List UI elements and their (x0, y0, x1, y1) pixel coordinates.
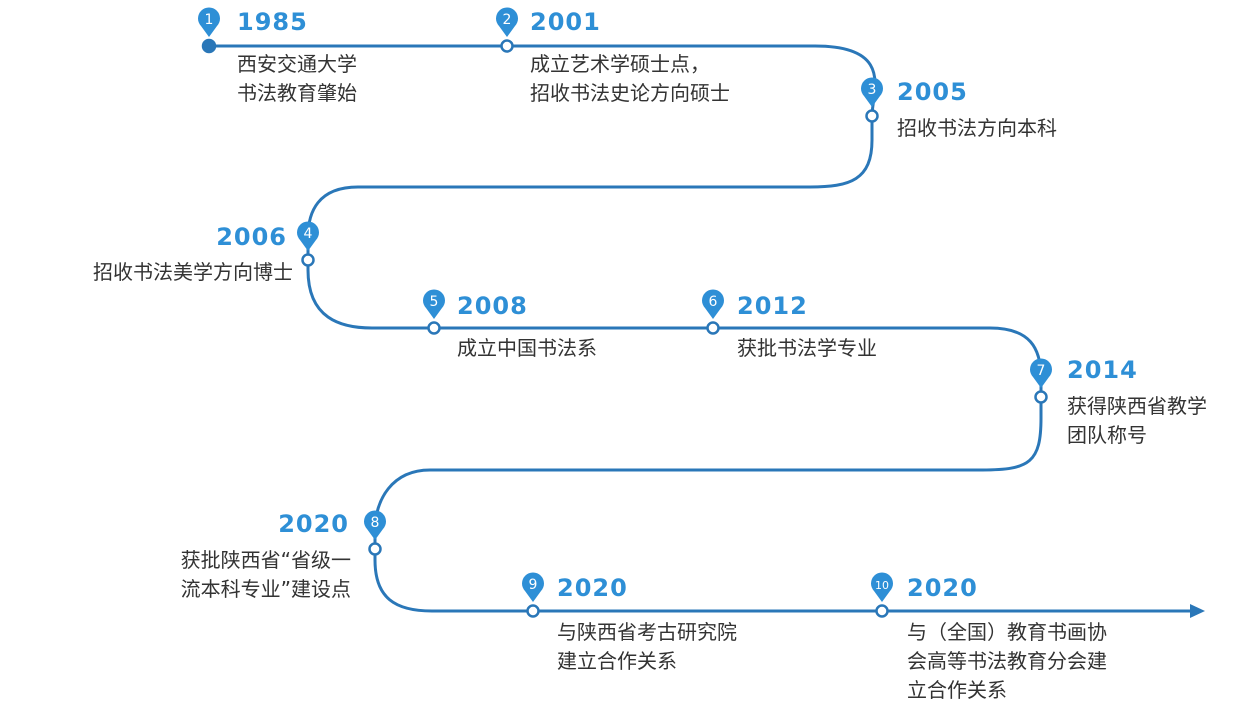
event-8-desc: 获批陕西省“省级一 流本科专业”建设点 (181, 546, 351, 604)
event-8-year: 2020 (278, 510, 349, 538)
event-8-line-1: 获批陕西省“省级一 (180, 548, 351, 572)
event-4-desc: 招收书法美学方向博士 (93, 258, 293, 287)
event-10-desc: 与（全国）教育书画协 会高等书法教育分会建 立合作关系 (907, 618, 1107, 705)
event-5-line-1: 成立中国书法系 (457, 336, 597, 360)
event-3-line-1: 招收书法方向本科 (897, 116, 1057, 140)
event-1-number: 1 (205, 12, 214, 28)
event-7-dot (1034, 390, 1048, 404)
event-10-number: 10 (875, 579, 889, 592)
timeline-path (207, 44, 1197, 613)
event-10-year: 2020 (907, 574, 978, 602)
event-3-number: 3 (868, 82, 877, 98)
event-8-pin-icon (364, 510, 387, 540)
event-1-line-1: 西安交通大学 (237, 52, 357, 76)
event-5-desc: 成立中国书法系 (457, 334, 597, 363)
timeline-markers: 1 2 3 4 5 6 7 8 9 10 (198, 7, 1052, 618)
event-9-marker: 9 (522, 572, 545, 618)
event-10-line-2: 会高等书法教育分会建 (907, 649, 1107, 673)
event-1-line-2: 书法教育肇始 (237, 81, 357, 105)
event-10-line-3: 立合作关系 (907, 678, 1007, 702)
event-10-line-1: 与（全国）教育书画协 (907, 620, 1107, 644)
event-7-line-1: 获得陕西省教学 (1067, 394, 1207, 418)
event-5-pin-icon (422, 289, 445, 319)
event-2-year: 2001 (530, 8, 601, 36)
event-2-marker: 2 (496, 7, 518, 53)
event-6-desc: 获批书法学专业 (737, 334, 877, 363)
event-6-pin-icon (702, 289, 725, 319)
event-5-dot (427, 321, 441, 335)
event-9-pin-icon (522, 572, 545, 602)
event-2-line-2: 招收书法史论方向硕士 (530, 81, 730, 105)
event-4-dot (301, 253, 315, 267)
event-7-marker: 7 (1030, 358, 1052, 404)
event-4-marker: 4 (297, 221, 319, 267)
event-6-number: 6 (709, 294, 718, 310)
event-6-line-1: 获批书法学专业 (737, 336, 877, 360)
event-3-pin-icon (861, 77, 883, 107)
event-5-number: 5 (430, 294, 439, 310)
event-7-year: 2014 (1067, 356, 1138, 384)
event-2-dot (500, 39, 514, 53)
event-7-pin-icon (1030, 358, 1052, 388)
event-9-line-1: 与陕西省考古研究院 (557, 620, 737, 644)
event-6-dot (706, 321, 720, 335)
event-8-marker: 8 (364, 510, 387, 556)
event-6-marker: 6 (702, 289, 725, 335)
event-2-pin-icon (496, 7, 518, 37)
event-1-year: 1985 (237, 8, 308, 36)
event-4-line-1: 招收书法美学方向博士 (93, 260, 293, 284)
event-7-line-2: 团队称号 (1067, 423, 1147, 447)
event-1-pin-icon (198, 7, 220, 37)
event-3-marker: 3 (861, 77, 883, 123)
event-6-year: 2012 (737, 292, 808, 320)
event-1-marker: 1 (198, 7, 220, 54)
event-9-year: 2020 (557, 574, 628, 602)
event-2-line-1: 成立艺术学硕士点， (530, 52, 710, 76)
event-10-pin-icon (871, 572, 894, 602)
event-9-dot (526, 604, 540, 618)
event-4-pin-icon (297, 221, 319, 251)
event-9-desc: 与陕西省考古研究院 建立合作关系 (557, 618, 737, 676)
event-3-dot (865, 109, 879, 123)
event-5-year: 2008 (457, 292, 528, 320)
event-8-number: 8 (371, 515, 380, 531)
event-3-desc: 招收书法方向本科 (897, 114, 1057, 143)
event-9-number: 9 (529, 577, 538, 593)
event-2-number: 2 (503, 12, 512, 28)
event-4-number: 4 (304, 226, 313, 242)
event-1-dot (201, 38, 217, 54)
event-1-desc: 西安交通大学 书法教育肇始 (237, 50, 357, 108)
event-4-year: 2006 (216, 223, 287, 251)
event-10-dot (875, 604, 889, 618)
event-2-desc: 成立艺术学硕士点， 招收书法史论方向硕士 (530, 50, 730, 108)
timeline-arrow-head (1190, 604, 1205, 618)
event-7-desc: 获得陕西省教学 团队称号 (1067, 392, 1207, 450)
event-9-line-2: 建立合作关系 (557, 649, 677, 673)
event-8-dot (368, 542, 382, 556)
event-7-number: 7 (1037, 363, 1046, 379)
event-8-line-2: 流本科专业”建设点 (180, 577, 351, 601)
event-5-marker: 5 (422, 289, 445, 335)
event-3-year: 2005 (897, 78, 968, 106)
event-10-marker: 10 (871, 572, 894, 618)
